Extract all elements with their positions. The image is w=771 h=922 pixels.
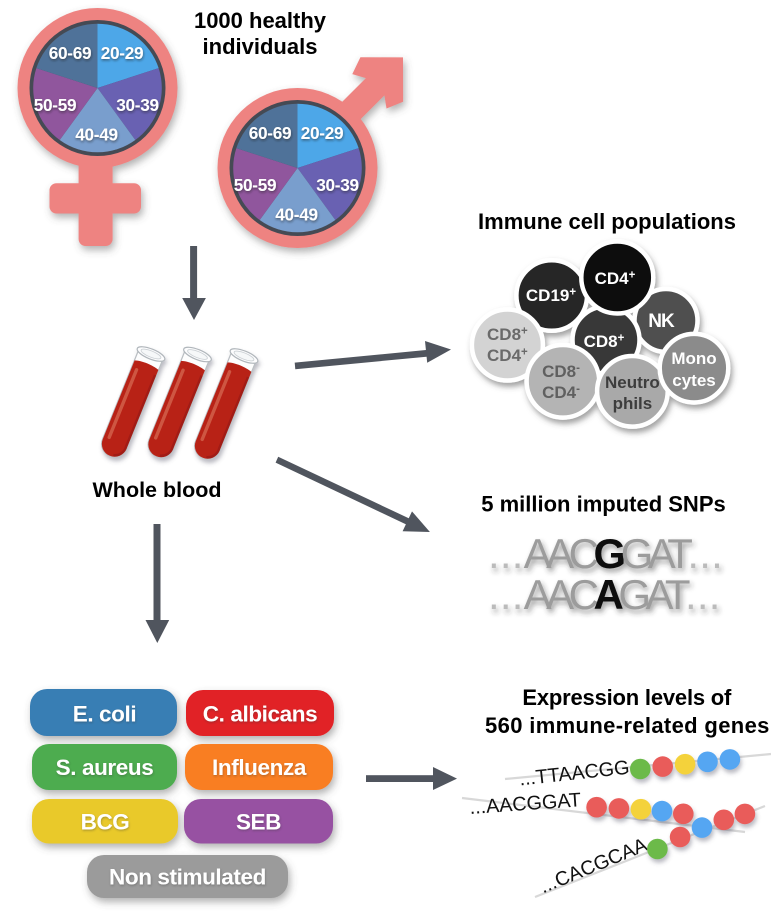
svg-text:Neutro: Neutro	[605, 373, 660, 392]
svg-text:SEB: SEB	[236, 810, 281, 835]
svg-text:5 million imputed SNPs: 5 million imputed SNPs	[481, 492, 725, 517]
svg-text:CD4+: CD4+	[487, 346, 528, 365]
svg-text:...AACGGAT: ...AACGGAT	[469, 789, 582, 819]
svg-text:individuals: individuals	[203, 34, 318, 59]
svg-text:CD4+: CD4+	[595, 269, 636, 288]
svg-text:Immune cell populations: Immune cell populations	[478, 209, 736, 234]
svg-text:CD8-: CD8-	[542, 362, 580, 381]
svg-text:CD19+: CD19+	[526, 286, 576, 305]
svg-text:NK: NK	[648, 311, 675, 332]
svg-text:Influenza: Influenza	[212, 755, 307, 780]
svg-text:Mono: Mono	[671, 349, 716, 368]
svg-text:cytes: cytes	[672, 371, 715, 390]
svg-text:...CACGCAA: ...CACGCAA	[536, 834, 651, 898]
svg-text:Non stimulated: Non stimulated	[109, 865, 266, 890]
svg-text:phils: phils	[613, 394, 653, 413]
svg-text:...TTAACGG: ...TTAACGG	[518, 757, 630, 791]
svg-text:...AACAGAT...: ...AACAGAT...	[488, 571, 721, 618]
svg-text:...AACGGAT...: ...AACGGAT...	[488, 530, 723, 577]
svg-text:S. aureus: S. aureus	[56, 755, 154, 780]
svg-text:CD8+: CD8+	[487, 325, 528, 344]
svg-text:Whole blood: Whole blood	[93, 478, 222, 502]
svg-text:E. coli: E. coli	[73, 701, 136, 726]
svg-text:Expression levels of: Expression levels of	[522, 685, 732, 710]
svg-text:CD8+: CD8+	[584, 332, 625, 351]
svg-text:C. albicans: C. albicans	[203, 701, 317, 726]
svg-text:1000 healthy: 1000 healthy	[194, 8, 327, 33]
svg-text:CD4-: CD4-	[542, 383, 580, 402]
svg-text:560 immune-related genes: 560 immune-related genes	[485, 713, 770, 738]
svg-text:BCG: BCG	[81, 810, 130, 835]
